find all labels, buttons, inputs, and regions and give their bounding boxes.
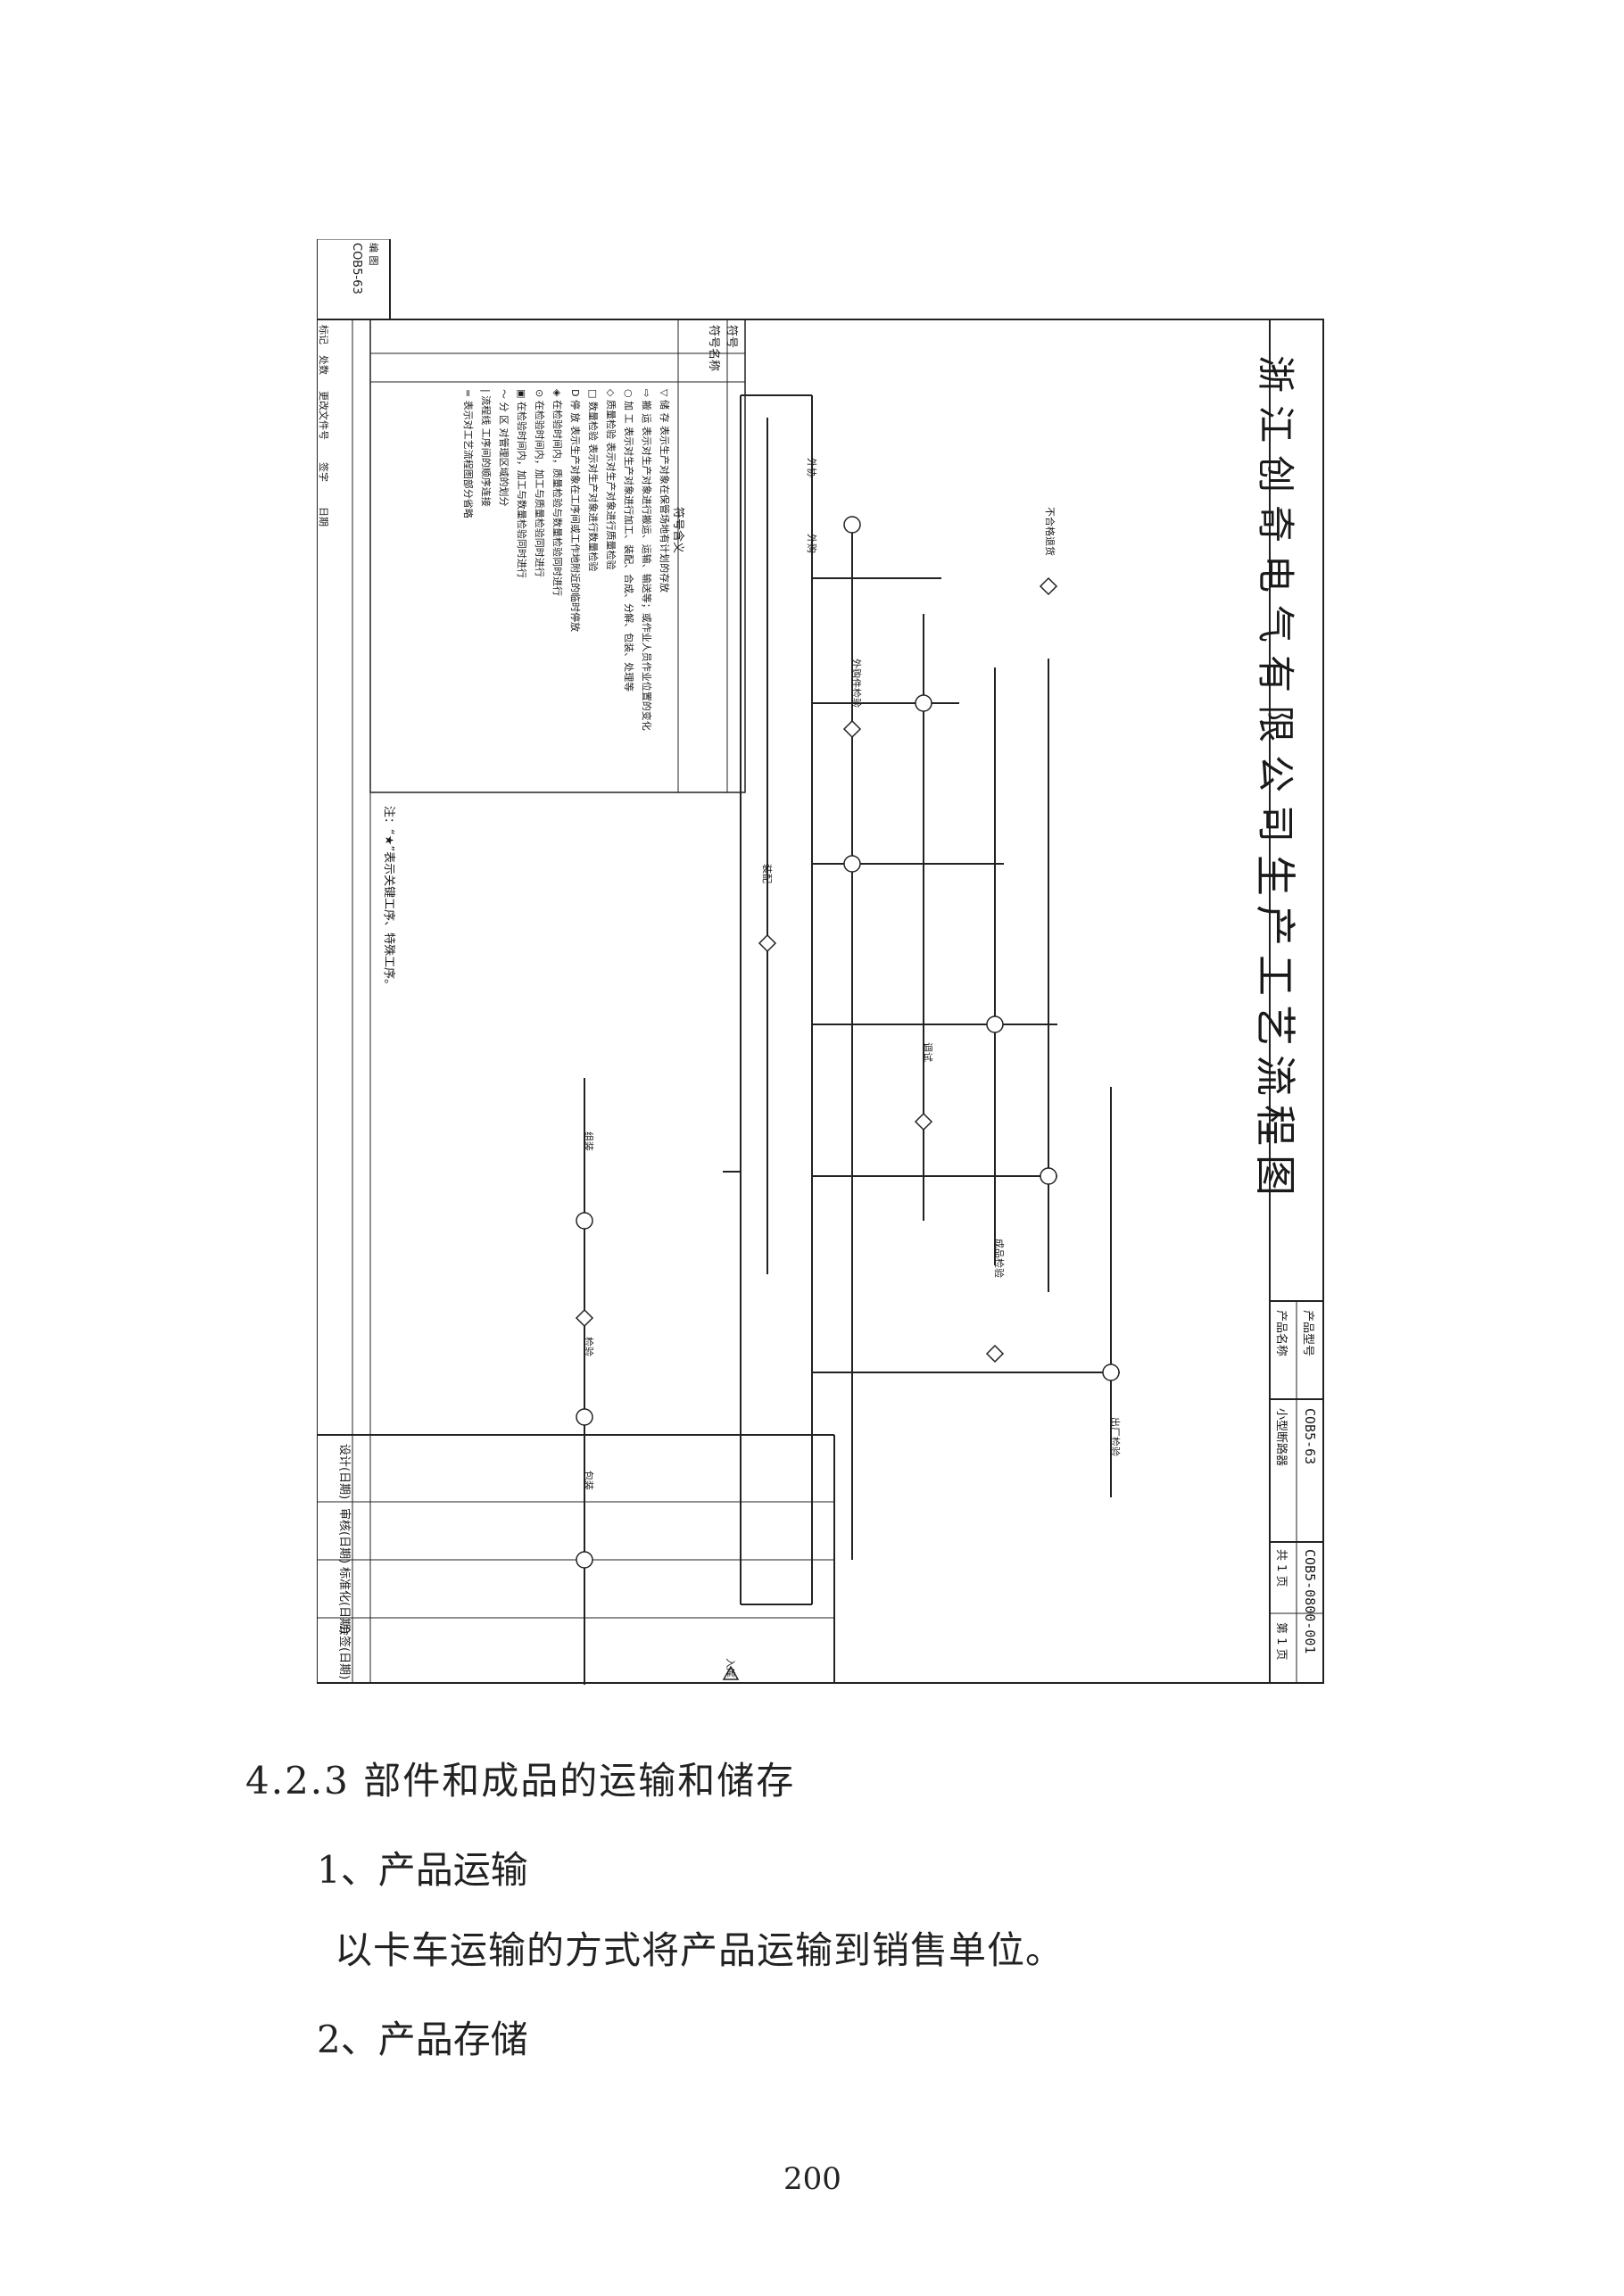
product-model-label: 产品型号 (1301, 1310, 1314, 1357)
legend-meaning: 表示对工艺流程图部分省略 (462, 400, 474, 518)
drawing-frame (317, 239, 1324, 1685)
legend-symbol: ⊙ (534, 389, 545, 398)
legend-symbol: D (569, 389, 581, 397)
legend-symbol: ▽ (659, 389, 670, 397)
legend-name: 质量检验 (605, 399, 617, 439)
legend-meaning: 在检验时间内，加工与数量检验同时进行 (516, 401, 527, 578)
legend-name: 搬 运 (641, 400, 652, 424)
change-header-file: 更改文件号 (318, 391, 329, 440)
legend-row: ⊙ 在检验时间内，加工与质量检验同时进行 (533, 389, 547, 577)
section-heading: 4.2.3 部件和成品的运输和储存 (245, 1759, 796, 1803)
legend-name: 流程线 (480, 395, 492, 426)
legend-header-name: 符号名称 (707, 325, 720, 372)
change-header-count: 处数 (318, 355, 329, 375)
legend-name: 加 工 (623, 401, 634, 424)
sign-design: 设计(日期) (337, 1444, 351, 1500)
legend-meaning: 表示生产对象在保管场地有计划的存放 (659, 425, 670, 593)
legend-row: ◇ 质量检验 表示对生产对象进行质量检验 (604, 389, 618, 569)
legend-header-meaning: 符号含义 (671, 507, 684, 554)
pages-total: 共 1 页 (1274, 1549, 1288, 1587)
flow-node-label: 检验 (583, 1337, 594, 1356)
legend-meaning: 表示对生产对象进行质量检验 (605, 442, 617, 570)
legend-header-symbol: 符号 (725, 325, 738, 349)
legend-symbol: = (462, 389, 474, 398)
legend-name: 数量检验 (587, 401, 599, 441)
list-item-transport: 1、产品运输 (317, 1848, 528, 1892)
drawing-title: 生产工艺流程图 (1251, 855, 1299, 1205)
company-name: 浙江创奇电气有限公司 (1254, 355, 1297, 856)
change-header-mark: 标记 (318, 325, 329, 344)
legend-name: 储 存 (659, 399, 670, 423)
product-name-label: 产品名称 (1274, 1310, 1288, 1357)
legend-meaning: 表示对生产对象进行加工、装配、合成、分解、包装、处理等 (623, 427, 634, 692)
legend-meaning: 表示对生产对象进行数量检验 (587, 443, 599, 572)
product-model: COB5-63 (1302, 1408, 1318, 1465)
legend-meaning: 表示生产对象在工序间或工作地附近的临时停放 (569, 425, 581, 632)
sign-countersign: 会签(日期) (337, 1624, 351, 1680)
doc-number: COB5-0800-001 (1302, 1549, 1318, 1654)
sign-review: 审核(日期) (337, 1508, 351, 1564)
flow-node-label: 不合格退货 (1044, 507, 1056, 556)
legend-meaning: 工序间的顺序连接 (480, 427, 492, 507)
page-current: 第 1 页 (1274, 1622, 1288, 1661)
legend-row: D 停 放 表示生产对象在工序间或工作地附近的临时停放 (568, 389, 583, 632)
legend-symbol: ◇ (605, 389, 617, 397)
legend-row: ▣ 在检验时间内，加工与数量检验同时进行 (515, 389, 529, 578)
flow-node-label: 成品检验 (993, 1239, 1005, 1278)
legend-row: = 表示对工艺流程图部分省略 (461, 389, 476, 518)
legend-row: ⇨ 搬 运 表示对生产对象进行搬运、运输、输送等；或作业人员作业位置的变化 (640, 389, 654, 731)
legend-row: ～ 分 区 对管理区域的划分 (497, 389, 511, 507)
flow-node-label: 外购 (806, 534, 817, 553)
legend-symbol: ～ (498, 389, 510, 399)
transport-paragraph: 以卡车运输的方式将产品运输到销售单位。 (335, 1928, 1065, 1972)
legend-symbol: ◈ (551, 389, 563, 397)
flow-node-label: 外购件检验 (850, 659, 862, 708)
change-header-date: 日期 (318, 507, 329, 526)
legend-row: ▽ 储 存 表示生产对象在保管场地有计划的存放 (658, 389, 672, 593)
legend-meaning: 在检验时间内，质量检验与数量检验同时进行 (551, 399, 563, 596)
flow-node-label: 组装 (583, 1131, 594, 1151)
legend-meaning: 对管理区域的划分 (498, 427, 510, 507)
page-number: 200 (783, 2161, 841, 2197)
legend-symbol: ▣ (516, 389, 527, 399)
drawing-note: 注：“★”表示关键工序、特殊工序。 (382, 806, 395, 991)
legend-symbol: □ (587, 389, 599, 399)
legend-name: 停 放 (569, 399, 581, 423)
legend-row: ○ 加 工 表示对生产对象进行加工、装配、合成、分解、包装、处理等 (622, 389, 636, 692)
flow-node-label: 入库 (725, 1658, 736, 1678)
flow-node-label: 出厂检验 (1109, 1417, 1121, 1456)
side-label-model: COB5-63 (350, 243, 363, 294)
flow-node-label: 包装 (583, 1471, 594, 1490)
legend-row: | 流程线 工序间的顺序连接 (479, 389, 493, 507)
flow-node-label: 装配 (761, 864, 773, 883)
legend-meaning: 表示对生产对象进行搬运、运输、输送等；或作业人员作业位置的变化 (641, 426, 652, 731)
change-header-sign: 签字 (318, 462, 329, 482)
process-flow-drawing: 浙江创奇电气有限公司 生产工艺流程图 产品型号 产品名称 COB5-63 小型断… (317, 239, 1325, 1685)
legend-symbol: | (480, 389, 492, 393)
legend-name: 分 区 (498, 402, 510, 426)
product-name: 小型断路器 (1274, 1408, 1288, 1467)
legend-symbol: ○ (623, 389, 634, 398)
legend-row: □ 数量检验 表示对生产对象进行数量检验 (586, 389, 601, 571)
flow-node-label: 外协 (806, 458, 817, 477)
flow-node-label: 调试 (922, 1042, 933, 1062)
legend-meaning: 在检验时间内，加工与质量检验同时进行 (534, 400, 545, 577)
side-label-drawing: 编 图 (368, 243, 379, 266)
list-item-storage: 2、产品存储 (317, 2018, 528, 2061)
legend-symbol: ⇨ (641, 389, 652, 398)
legend-row: ◈ 在检验时间内，质量检验与数量检验同时进行 (551, 389, 565, 596)
